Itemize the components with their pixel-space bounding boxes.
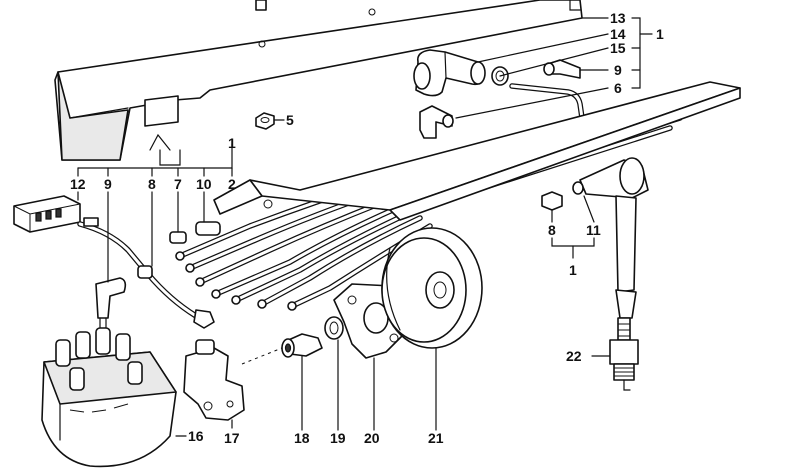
sensor-body: [95, 277, 127, 331]
callout-21: 21: [428, 430, 444, 446]
callout-17: 17: [224, 430, 240, 446]
spark-plug-boot: [572, 157, 649, 319]
callout-11: 11: [586, 222, 601, 238]
pulley: [381, 227, 483, 349]
callout-14: 14: [610, 26, 626, 42]
distributor-rotor: [183, 339, 245, 421]
callout-labels: 1 13 14 15 9 6 5 1 12 9 8 7 10 2 8 11 1 …: [70, 10, 664, 446]
multi-pin-connector: [13, 195, 81, 233]
callout-1-mid: 1: [228, 135, 236, 151]
hex-nut: [255, 112, 275, 130]
callout-18: 18: [294, 430, 310, 446]
callout-12: 12: [70, 176, 86, 192]
callout-22: 22: [566, 348, 582, 364]
callout-2: 2: [228, 176, 236, 192]
boot-nut: [541, 191, 563, 211]
callout-6: 6: [614, 80, 622, 96]
callout-7: 7: [174, 176, 182, 192]
assembly-guide-line: [241, 347, 283, 365]
top-bolt: [255, 0, 267, 11]
small-elbow-connector: [419, 105, 454, 139]
spark-plug: [609, 317, 639, 391]
callout-20: 20: [364, 430, 380, 446]
callout-1-top: 1: [656, 26, 664, 42]
sensor-cable: [77, 217, 215, 329]
callout-8-right: 8: [548, 222, 556, 238]
callout-9-top: 9: [614, 62, 622, 78]
washer: [324, 316, 344, 340]
plug-elbow-connector: [413, 49, 486, 97]
connector-hose: [509, 83, 585, 121]
callout-1-right: 1: [569, 262, 577, 278]
socket-head-screw: [281, 333, 323, 358]
callout-16: 16: [188, 428, 204, 444]
callout-9-left: 9: [104, 176, 112, 192]
callout-8-left: 8: [148, 176, 156, 192]
sleeve-10: [195, 221, 221, 236]
callout-10: 10: [196, 176, 212, 192]
distributor-cap: [41, 327, 177, 468]
callout-13: 13: [610, 10, 626, 26]
leader-lines: [77, 17, 653, 437]
sleeve-7: [169, 231, 187, 244]
callout-15: 15: [610, 40, 626, 56]
callout-19: 19: [330, 430, 346, 446]
callout-5: 5: [286, 112, 294, 128]
wire-holder-rail: [213, 81, 741, 221]
